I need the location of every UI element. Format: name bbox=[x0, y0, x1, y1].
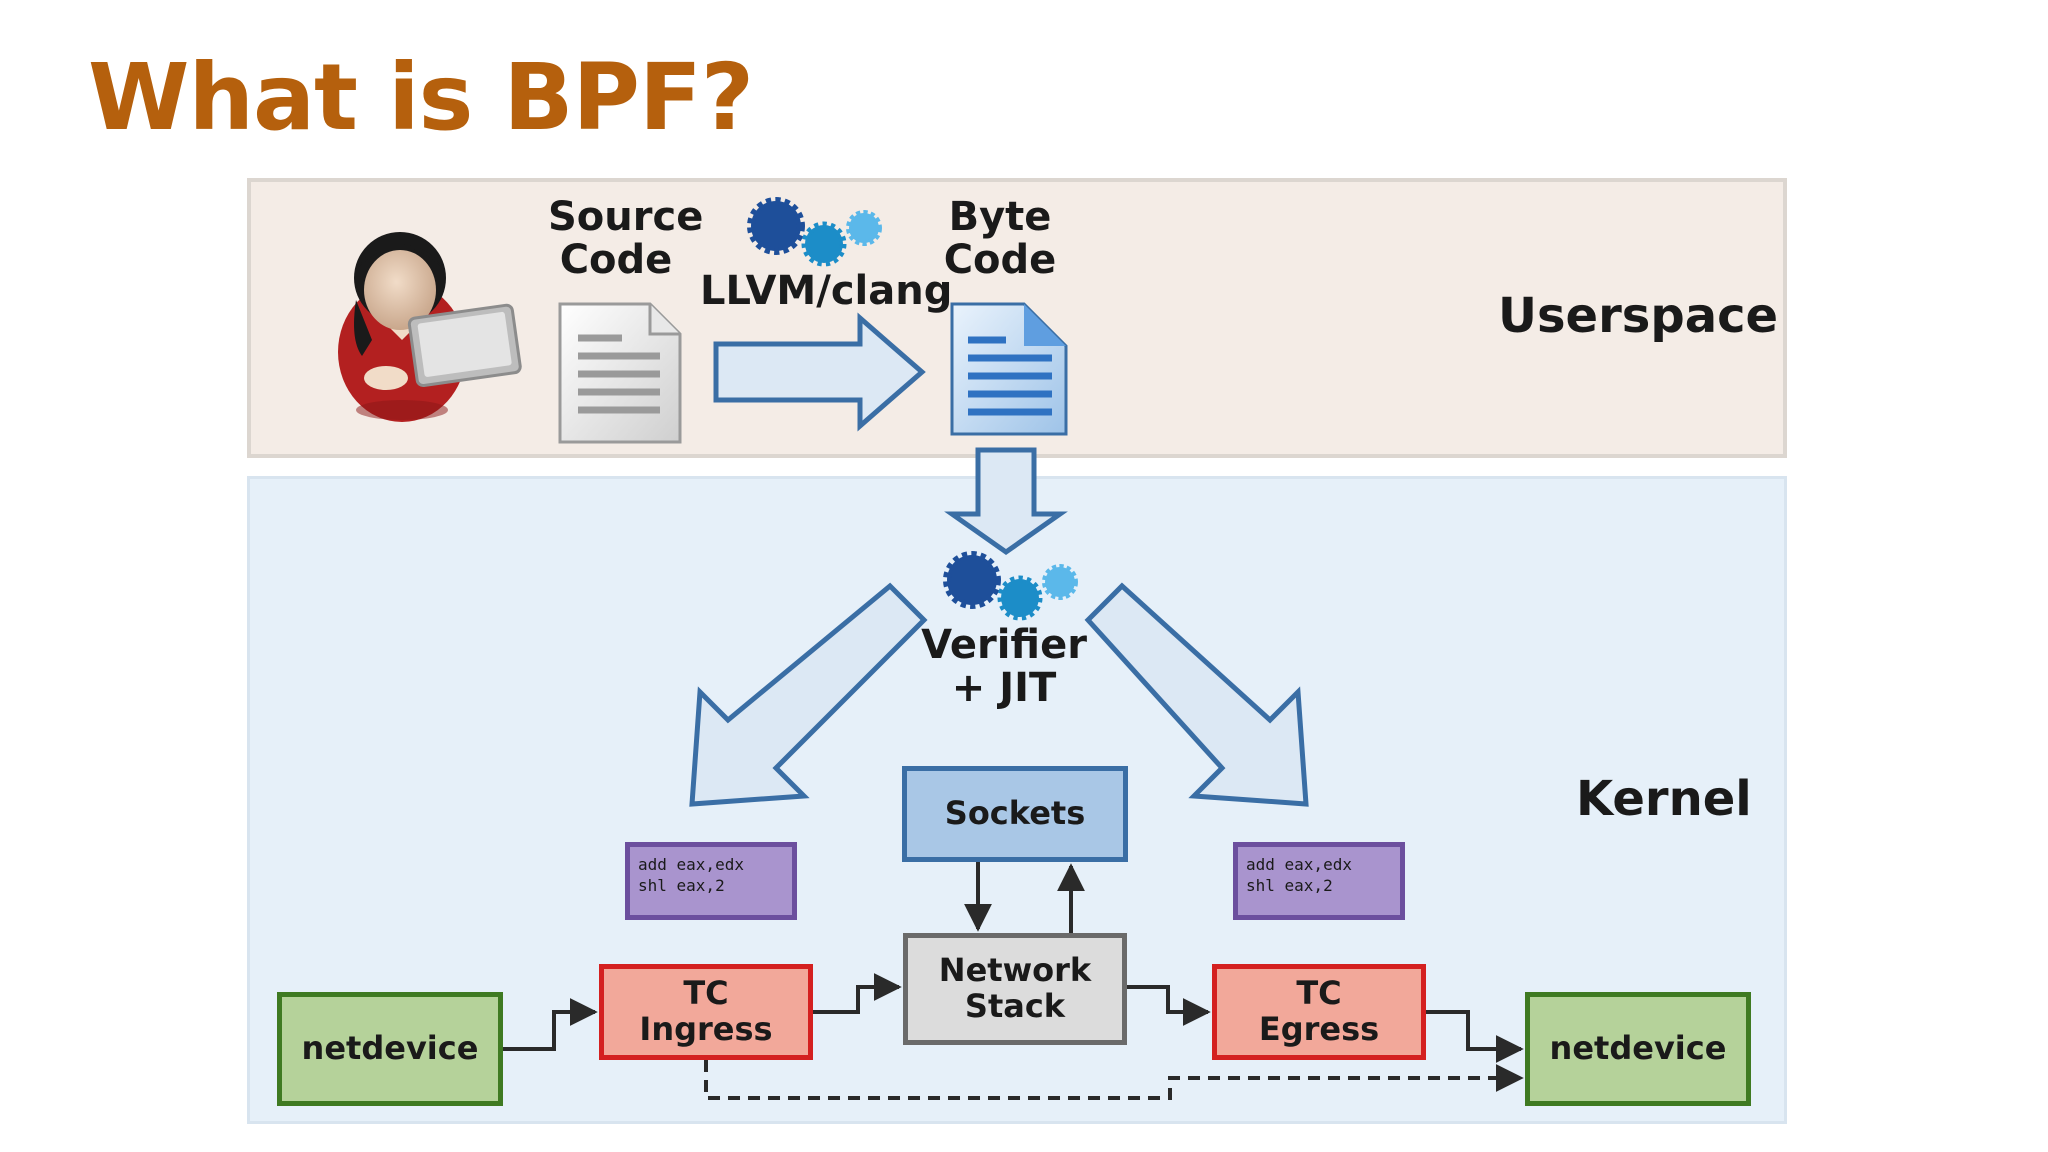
connector-netdevice-to-ingress bbox=[503, 998, 598, 1051]
attach-egress-arrow bbox=[1084, 582, 1309, 807]
attach-ingress-arrow bbox=[689, 582, 928, 807]
compile-arrow bbox=[713, 312, 926, 432]
bytecode-document-icon bbox=[950, 302, 1068, 436]
asm-code-right: add eax,edx shl eax,2 bbox=[1233, 842, 1405, 920]
load-arrow bbox=[944, 447, 1068, 556]
tc-egress-box: TC Egress bbox=[1212, 964, 1426, 1060]
kernel-label: Kernel bbox=[1576, 771, 1752, 827]
asm-code-left: add eax,edx shl eax,2 bbox=[625, 842, 797, 920]
userspace-label: Userspace bbox=[1498, 288, 1779, 344]
gears-icon bbox=[747, 197, 882, 267]
bypass-dashed-connector bbox=[704, 1060, 1524, 1100]
connector-ingress-to-stack bbox=[813, 973, 902, 1014]
user-with-laptop-icon bbox=[338, 232, 522, 422]
connector-stack-to-egress bbox=[1127, 985, 1211, 1026]
netdevice-right-box: netdevice bbox=[1525, 992, 1751, 1106]
tc-ingress-box: TC Ingress bbox=[599, 964, 813, 1060]
sockets-box: Sockets bbox=[902, 766, 1128, 862]
netdevice-left-box: netdevice bbox=[277, 992, 503, 1106]
network-stack-box: Network Stack bbox=[903, 933, 1127, 1045]
verifier-jit-label: Verifier + JIT bbox=[921, 622, 1087, 712]
gears-icon bbox=[943, 551, 1078, 621]
connector-egress-to-netdevice bbox=[1426, 1010, 1524, 1063]
llvm-clang-label: LLVM/clang bbox=[700, 268, 953, 314]
source-code-label: Source Code bbox=[548, 194, 704, 284]
source-document-icon bbox=[558, 302, 682, 444]
byte-code-label: Byte Code bbox=[943, 194, 1057, 284]
slide-title: What is BPF? bbox=[88, 44, 754, 151]
